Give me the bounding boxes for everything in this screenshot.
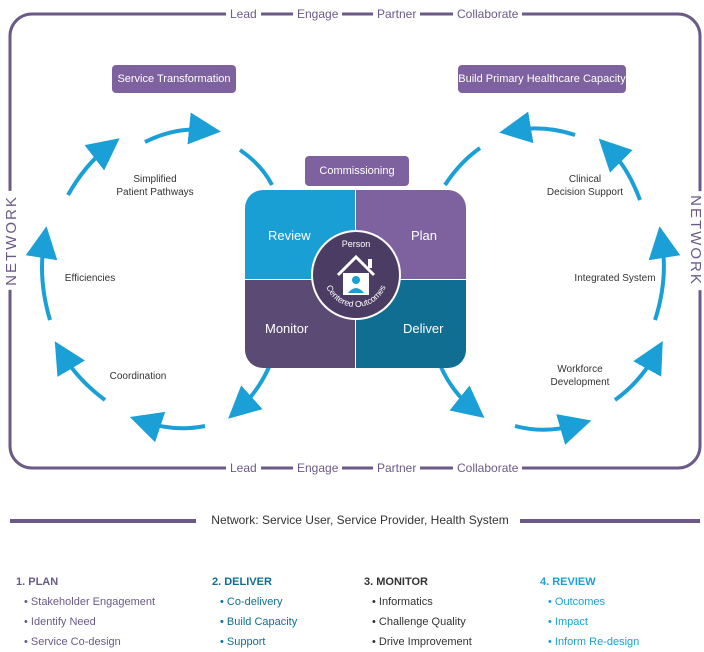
column-monitor-title: 3. MONITOR [364,576,428,588]
right-arrow-7 [443,146,482,187]
network-line-left [10,519,196,523]
right-cycle-top-text: Clinical Decision Support [546,174,624,198]
column-review-item: Inform Re-design [540,632,639,652]
column-deliver-title: 2. DELIVER [212,576,272,588]
column-monitor: 3. MONITOR Informatics Challenge Quality… [364,572,472,652]
left-arrow-2 [66,138,120,196]
frame-top-collaborate: Collaborate [453,7,523,21]
right-cycle-middle: Integrated System [574,273,656,284]
cycle-arrows [25,111,681,445]
left-cycle-middle: Efficiencies [64,273,116,284]
left-cycle-bottom: Coordination [109,371,167,382]
right-cycle-bottom: Workforce Development [530,363,630,389]
quadrant-review-label: Review [268,228,311,243]
frame-top-partner: Partner [373,7,421,21]
frame-bottom-collaborate: Collaborate [453,461,523,475]
right-cycle-bottom-text: Workforce Development [550,364,610,388]
column-monitor-item: Informatics [364,592,472,612]
column-review-item: Impact [540,612,639,632]
frame-top-engage: Engage [293,7,343,21]
left-arrow-5 [129,411,206,443]
left-arrow-3 [25,226,58,321]
right-cycle-top: Clinical Decision Support [530,173,640,199]
network-line-text: Network: Service User, Service Provider,… [211,513,509,527]
person-centered-circle: Person Centered Outcomes [311,230,401,320]
left-cycle-top: Simplified Patient Pathways [100,173,210,199]
quadrant-plan-label: Plan [411,228,438,243]
column-plan-item: Identify Need [16,612,155,632]
column-monitor-item: Challenge Quality [364,612,472,632]
right-arrow-2 [598,138,642,201]
column-deliver: 2. DELIVER Co-delivery Build Capacity Su… [212,572,297,652]
quadrant-monitor-label: Monitor [265,321,309,336]
quadrant-deliver-label: Deliver [403,321,444,336]
home-icon [336,254,376,295]
column-plan-item: Stakeholder Engagement [16,592,155,612]
frame-bottom-lead: Lead [226,461,261,475]
column-review: 4. REVIEW Outcomes Impact Inform Re-desi… [540,572,639,652]
person-text: Person [342,239,371,249]
left-cycle-top-text: Simplified Patient Pathways [116,174,194,198]
build-capacity-pill: Build Primary Healthcare Capacity [458,65,626,93]
left-arrow-7 [238,148,274,186]
frame-bottom-partner: Partner [373,461,421,475]
frame-top-lead: Lead [226,7,261,21]
service-transformation-pill: Service Transformation [112,65,236,93]
column-review-item: Outcomes [540,592,639,612]
column-deliver-item: Support [212,632,297,652]
column-deliver-item: Co-delivery [212,592,297,612]
left-arrow-4 [54,341,107,402]
commissioning-pill: Commissioning [305,156,409,186]
column-deliver-item: Build Capacity [212,612,297,632]
right-arrow-4 [613,341,663,402]
frame-bottom-engage: Engage [293,461,343,475]
column-plan-title: 1. PLAN [16,576,59,588]
network-line-right [520,519,700,523]
right-arrow-1 [499,111,576,144]
right-arrow-5 [514,414,592,445]
column-plan: 1. PLAN Stakeholder Engagement Identify … [16,572,155,652]
right-arrow-6 [438,364,485,418]
column-plan-item: Service Co-design [16,632,155,652]
left-arrow-1 [144,112,221,145]
column-monitor-item: Drive Improvement [364,632,472,652]
right-arrow-3 [648,226,681,321]
column-review-title: 4. REVIEW [540,576,596,588]
